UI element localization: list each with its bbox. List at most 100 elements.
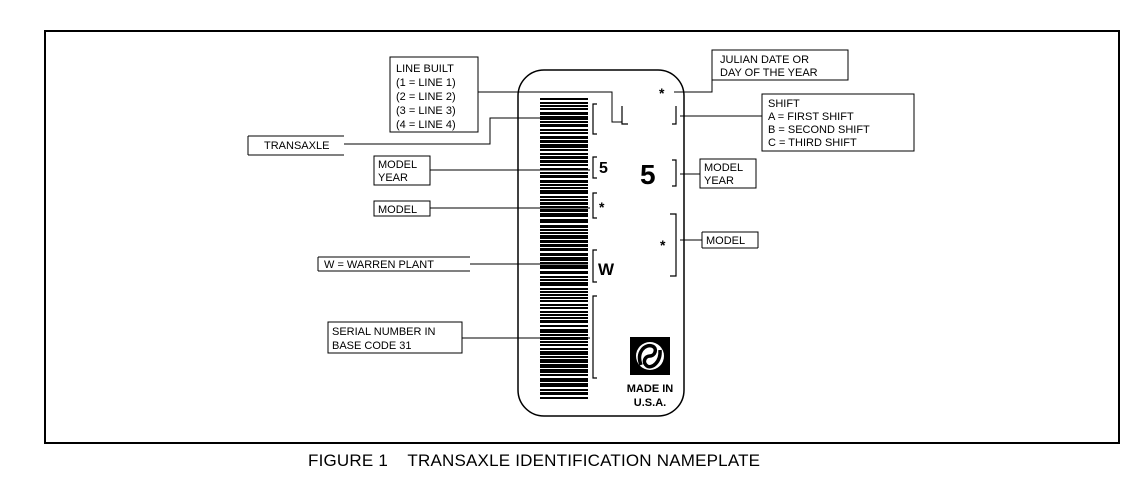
barcode-bar [540, 374, 588, 376]
transaxle-label: TRANSAXLE [264, 140, 329, 152]
barcode-bar [540, 300, 588, 302]
barcode-bar [540, 378, 588, 382]
barcode-bar [540, 108, 588, 110]
barcode-bar [540, 199, 588, 201]
barcode-bar [540, 102, 588, 104]
asterisk-julian: * [659, 85, 665, 101]
barcode-bar [540, 172, 588, 174]
leader-lines [344, 80, 762, 339]
barcode-bar [540, 359, 588, 363]
line-built-4: (4 = LINE 4) [396, 119, 456, 131]
barcode-bar [540, 397, 588, 399]
asterisk-model: * [599, 199, 605, 215]
model-year-big: 5 [640, 159, 656, 190]
barcode-bar [540, 202, 588, 205]
line-built-3: (3 = LINE 3) [396, 105, 456, 117]
model-right-box [701, 231, 759, 249]
serial-number-box [327, 321, 463, 354]
barcode-bar [540, 314, 588, 316]
line-built-2: (2 = LINE 2) [396, 91, 456, 103]
barcode-bar [540, 149, 588, 151]
model-year-left-box [373, 155, 431, 186]
barcode-bar [540, 279, 588, 281]
barcode-bar [540, 288, 588, 290]
barcode-bar [540, 389, 588, 391]
plant-code: W [598, 260, 615, 279]
barcode-bar [540, 153, 588, 155]
barcode-bar [540, 164, 588, 166]
barcode-bar [540, 334, 588, 336]
made-in-label: MADE IN [627, 383, 674, 395]
barcode-bar [540, 325, 588, 327]
julian-date-line2: DAY OF THE YEAR [720, 67, 818, 79]
plate-brackets [592, 103, 677, 379]
barcode-bar [540, 297, 588, 299]
barcode-bar [540, 213, 588, 217]
line-built-title: LINE BUILT [396, 63, 454, 75]
barcode-bar [540, 129, 588, 131]
barcode-bar [540, 383, 588, 387]
manufacturer-logo-icon [630, 337, 670, 375]
barcode [540, 98, 588, 399]
model-right-label: MODEL [706, 235, 745, 247]
model-year-small: 5 [599, 160, 608, 177]
barcode-bar [540, 180, 588, 183]
barcode-bar [540, 168, 588, 170]
barcode-bar [540, 232, 588, 234]
barcode-bar [540, 248, 588, 251]
barcode-bar [540, 291, 588, 293]
barcode-bar [540, 156, 588, 159]
barcode-bar [540, 144, 588, 148]
barcode-bar [540, 282, 588, 286]
barcode-bar [540, 140, 588, 143]
model-year-left-line1: MODEL [378, 159, 417, 171]
usa-label: U.S.A. [634, 397, 666, 409]
barcode-bar [540, 392, 588, 395]
barcode-bar [540, 187, 588, 189]
serial-number-line2: BASE CODE 31 [332, 340, 411, 352]
barcode-bar [540, 265, 588, 269]
julian-date-box [711, 49, 849, 81]
transaxle-box [247, 135, 344, 156]
shift-b: B = SECOND SHIFT [768, 124, 870, 136]
model-year-right-box [699, 158, 757, 189]
shift-c: C = THIRD SHIFT [768, 137, 857, 149]
model-year-left-line2: YEAR [378, 172, 408, 184]
barcode-bar [540, 311, 588, 313]
model-left-box [373, 200, 431, 217]
barcode-bar [540, 341, 588, 343]
barcode-bar [540, 229, 588, 231]
line-built-1: (1 = LINE 1) [396, 77, 456, 89]
figure-caption: FIGURE 1 TRANSAXLE IDENTIFICATION NAMEPL… [308, 451, 761, 470]
barcode-bar [540, 344, 588, 346]
barcode-bar [540, 364, 588, 368]
shift-a: A = FIRST SHIFT [768, 111, 854, 123]
barcode-bar [540, 184, 588, 186]
barcode-bar [540, 235, 588, 239]
barcode-bar [540, 257, 588, 261]
barcode-bar [540, 294, 588, 296]
shift-title: SHIFT [768, 98, 800, 110]
barcode-bar [540, 320, 588, 323]
barcode-bar [540, 209, 588, 212]
barcode-bar [540, 136, 588, 139]
serial-number-line1: SERIAL NUMBER IN [332, 326, 436, 338]
figure-frame [44, 30, 1120, 444]
model-year-right-line2: YEAR [704, 175, 734, 187]
asterisk-model-right: * [660, 237, 666, 253]
barcode-bar [540, 240, 588, 243]
barcode-bar [540, 262, 588, 264]
barcode-bar [540, 348, 588, 350]
barcode-bar [540, 304, 588, 306]
barcode-bar [540, 132, 588, 134]
barcode-bar [540, 175, 588, 178]
barcode-bar [540, 206, 588, 208]
barcode-bar [540, 244, 588, 247]
model-year-right-line1: MODEL [704, 162, 743, 174]
barcode-bar [540, 190, 588, 194]
barcode-bar [540, 271, 588, 274]
model-left-label: MODEL [378, 204, 417, 216]
barcode-bar [540, 253, 588, 256]
barcode-bar [540, 276, 588, 278]
